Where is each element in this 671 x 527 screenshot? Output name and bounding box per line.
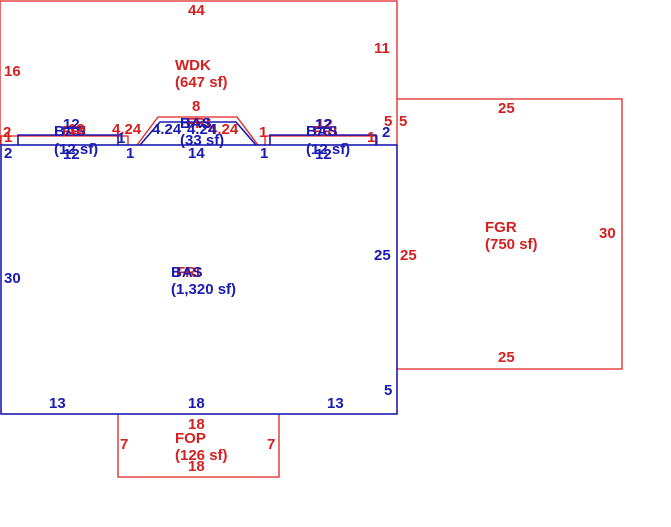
fgr-code: FGR [485, 219, 517, 236]
bas-main-area: (1,320 sf) [171, 281, 236, 298]
dim-bas-right-12-bottom: 12 [315, 146, 332, 163]
dim-wdk-top: 44 [188, 2, 205, 19]
bas-right-overlap-code: FRI [313, 123, 337, 140]
dim-bas-left-12-bottom: 12 [63, 146, 80, 163]
fop-area: (126 sf) [175, 447, 228, 464]
dim-bas-left-30: 30 [4, 270, 21, 287]
dim-bas-center-14: 14 [188, 145, 205, 162]
fgr-outline [397, 98, 623, 370]
dim-bas-left-12-top: 12 [63, 116, 80, 133]
dim-bas-bottom-18: 18 [188, 395, 205, 412]
bas-right-area: (12 sf) [306, 141, 350, 158]
wdk-right-bump-outline [264, 135, 378, 145]
wdk-left-bump-outline [0, 135, 129, 145]
dim-wdk-1-c: 1 [367, 129, 375, 146]
bas-main-code: BAS [171, 264, 203, 281]
fop-outline [117, 414, 280, 478]
bas-main-outline [0, 144, 398, 415]
wdk-outline [0, 0, 398, 145]
dim-fgr-right: 30 [599, 225, 616, 242]
bas-main-overlap-code: FRI [176, 264, 200, 281]
dim-bas-right-5: 5 [384, 382, 392, 399]
fop-code: FOP [175, 430, 206, 447]
bas-right-bump-outline [269, 134, 377, 145]
dim-bas-right-2: 2 [382, 124, 390, 141]
dim-bas-left-1-b: 1 [126, 145, 134, 162]
bas-left-area: (12 sf) [54, 141, 98, 158]
bas-center-overlap-code: FRI [186, 115, 210, 132]
dim-bas-right-1: 1 [260, 145, 268, 162]
wdk-center-bump-outline [136, 116, 259, 146]
dim-wdk-4-24-b: 4.24 [209, 121, 239, 138]
dim-fop-left: 7 [120, 436, 128, 453]
dim-bas-right-25: 25 [374, 247, 391, 264]
dim-fop-bottom: 18 [188, 458, 205, 475]
dim-bas-right-12-top: 12 [315, 116, 332, 133]
dim-fgr-left: 25 [400, 247, 417, 264]
dim-wdk-2: 2 [3, 124, 11, 141]
dim-fgr-bottom: 25 [498, 349, 515, 366]
bas-center-code: BAS [180, 115, 212, 132]
bas-left-bump-outline [17, 134, 119, 145]
wdk-area: (647 sf) [175, 74, 228, 91]
dim-wdk-center: 8 [192, 98, 200, 115]
bas-left-overlap-code: FRI [62, 123, 86, 140]
dim-fop-top: 18 [188, 416, 205, 433]
bas-center-bump-outline [139, 121, 257, 146]
dim-wdk-1-b: 1 [259, 124, 267, 141]
bas-left-code: BAS [54, 123, 86, 140]
dim-wdk-5: 5 [384, 113, 392, 130]
dim-bas-bottom-13-b: 13 [327, 395, 344, 412]
fgr-area: (750 sf) [485, 236, 538, 253]
bas-center-area: (33 sf) [180, 132, 224, 149]
dim-wdk-12-b: 12 [316, 116, 333, 133]
dim-wdk-right: 11 [374, 40, 390, 57]
dim-bas-center-4-24-a: 4.24 [152, 121, 182, 138]
dim-fgr-top: 25 [498, 100, 515, 117]
dim-bas-left-2: 2 [4, 145, 12, 162]
dim-fgr-5: 5 [399, 113, 407, 130]
dim-wdk-left: 16 [4, 63, 21, 80]
dim-fop-right: 7 [267, 436, 275, 453]
dim-bas-bottom-13-a: 13 [49, 395, 66, 412]
dim-wdk-12-a: 12 [68, 121, 85, 138]
dim-wdk-1-a: 1 [4, 129, 12, 146]
dim-bas-center-4-24-b: 4.24 [187, 121, 217, 138]
bas-right-code: BAS [306, 123, 338, 140]
dim-wdk-4-24-a: 4.24 [112, 121, 142, 138]
wdk-code: WDK [175, 57, 211, 74]
dim-bas-left-1-a: 1 [117, 130, 125, 147]
